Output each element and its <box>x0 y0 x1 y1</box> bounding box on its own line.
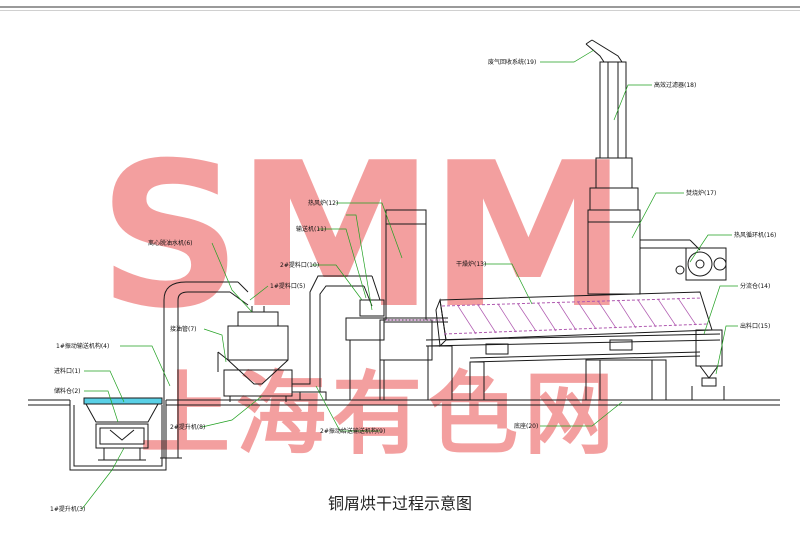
label-discharge-port: 出料口(15) <box>740 322 770 330</box>
leader-lines <box>81 49 738 510</box>
label-lift-port-1: 1#提料口(5) <box>270 282 305 290</box>
dryer-drum <box>425 291 721 401</box>
label-hot-air-furnace: 热风炉(12) <box>308 199 338 207</box>
label-vibrating-conveyor-1: 1#振动输送机构(4) <box>56 342 109 350</box>
label-oil-pipe: 接油管(7) <box>170 325 197 333</box>
discharge-unit <box>691 329 725 400</box>
watermark-cjk: 上海有色网 <box>140 362 620 467</box>
label-exhaust-system: 废气回收系统(19) <box>488 58 536 66</box>
label-vibrating-conveyor-2: 2#振动给送输送机构(9) <box>320 427 385 435</box>
label-incinerator: 焚烧炉(17) <box>686 189 716 197</box>
label-storage-bin: 储料仓(2) <box>54 387 81 395</box>
labels: 进料口(1) 储料仓(2) 1#提升机(3) 1#振动输送机构(4) 1#提料口… <box>50 58 776 513</box>
diagram-caption: 铜屑烘干过程示意图 <box>327 494 472 513</box>
centrifuge <box>217 306 293 402</box>
label-centrifuge: 离心脱油水机(6) <box>148 239 193 247</box>
label-filter: 高效过滤器(18) <box>654 81 696 89</box>
watermark: SMM 上海有色网 <box>98 120 628 467</box>
label-feed-inlet: 进料口(1) <box>54 367 81 375</box>
label-conveyor: 输送机(11) <box>296 225 326 233</box>
label-elevator-2: 2#提升机(8) <box>170 423 205 431</box>
label-splitter-bin: 分流仓(14) <box>740 282 770 290</box>
feed-hopper <box>83 397 163 461</box>
label-lift-port-2: 2#提料口(10) <box>280 261 319 269</box>
label-elevator-1: 1#提升机(3) <box>50 505 85 513</box>
elevator-1 <box>160 281 249 459</box>
exhaust-stack <box>585 39 627 159</box>
label-circulation-fan: 热风循环机(16) <box>734 231 776 239</box>
top-rule-thin <box>0 10 800 11</box>
label-base: 底座(20) <box>514 422 538 430</box>
watermark-latin: SMM <box>98 120 622 353</box>
incinerator <box>587 157 701 295</box>
top-rule <box>0 6 800 8</box>
circulation-fan <box>675 247 727 281</box>
label-dryer: 干燥炉(13) <box>456 260 486 268</box>
